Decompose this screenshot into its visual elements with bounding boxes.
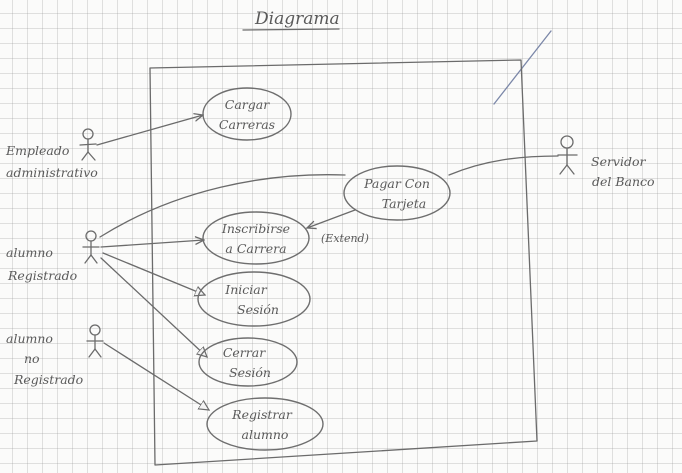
actor-servidor-del-banco: Servidor del Banco <box>557 135 655 189</box>
assoc-alumno-pagar <box>99 174 346 238</box>
use-case-label-line2: Sesión <box>237 302 279 317</box>
use-case-label-line2: a Carrera <box>225 241 286 256</box>
use-case-iniciar-sesion: Iniciar Sesión <box>197 271 311 327</box>
actor-label-line2: administrativo <box>6 165 98 180</box>
stick-figure-icon <box>79 128 97 161</box>
actor-label-line1: Empleado <box>5 143 69 158</box>
actor-alumno-registrado: alumno Registrado <box>6 230 100 283</box>
use-case-cargar-carreras: Cargar Carreras <box>202 87 292 141</box>
stick-figure-icon <box>82 230 100 264</box>
use-case-cerrar-sesion: Cerrar Sesión <box>198 337 298 387</box>
associations <box>96 115 559 410</box>
assoc-alumno-inscribirse <box>100 240 204 248</box>
actor-alumno-no-registrado: alumno no Registrado <box>6 324 104 387</box>
actor-label-line1: alumno <box>6 245 53 260</box>
use-case-label-line2: Sesión <box>229 365 271 380</box>
actor-label-line2: no <box>24 351 40 366</box>
use-case-registrar-alumno: Registrar alumno <box>206 397 324 451</box>
actor-label-line2: del Banco <box>592 174 655 189</box>
use-case-label-line1: Cerrar <box>223 345 266 360</box>
extend-label: (Extend) <box>321 232 369 245</box>
title-underline <box>242 28 340 31</box>
use-case-label-line1: Iniciar <box>224 282 267 297</box>
assoc-alumno-iniciar <box>102 252 205 295</box>
stray-stroke <box>493 30 552 105</box>
extend-pagar-inscribirse <box>307 209 356 228</box>
use-case-inscribirse-a-carrera: Inscribirse a Carrera <box>202 211 310 265</box>
assoc-empleado-cargar <box>96 115 203 146</box>
stick-figure-icon <box>557 135 578 175</box>
stick-figure-icon <box>86 324 104 358</box>
actor-label-line1: alumno <box>6 331 53 346</box>
use-case-label-line2: Carreras <box>219 117 275 132</box>
use-case-label-line1: Pagar Con <box>363 176 430 191</box>
assoc-pagar-servidor <box>448 155 559 176</box>
actor-label-line1: Servidor <box>591 154 647 169</box>
use-case-label-line1: Cargar <box>225 97 270 112</box>
actor-empleado-administrativo: Empleado administrativo <box>5 128 98 180</box>
assoc-noregistrado-registrar <box>103 342 209 410</box>
actor-label-line2: Registrado <box>7 268 77 283</box>
use-case-label-line2: alumno <box>242 427 289 442</box>
actor-label-line3: Registrado <box>13 372 83 387</box>
diagram-title: Diagrama <box>254 9 340 29</box>
system-boundary <box>149 59 538 466</box>
use-case-label-line1: Inscribirse <box>221 221 290 236</box>
use-case-label-line2: Tarjeta <box>382 196 427 211</box>
use-case-label-line1: Registrar <box>231 407 293 422</box>
assoc-alumno-cerrar <box>100 257 207 357</box>
use-case-pagar-con-tarjeta: Pagar Con Tarjeta <box>343 165 451 221</box>
